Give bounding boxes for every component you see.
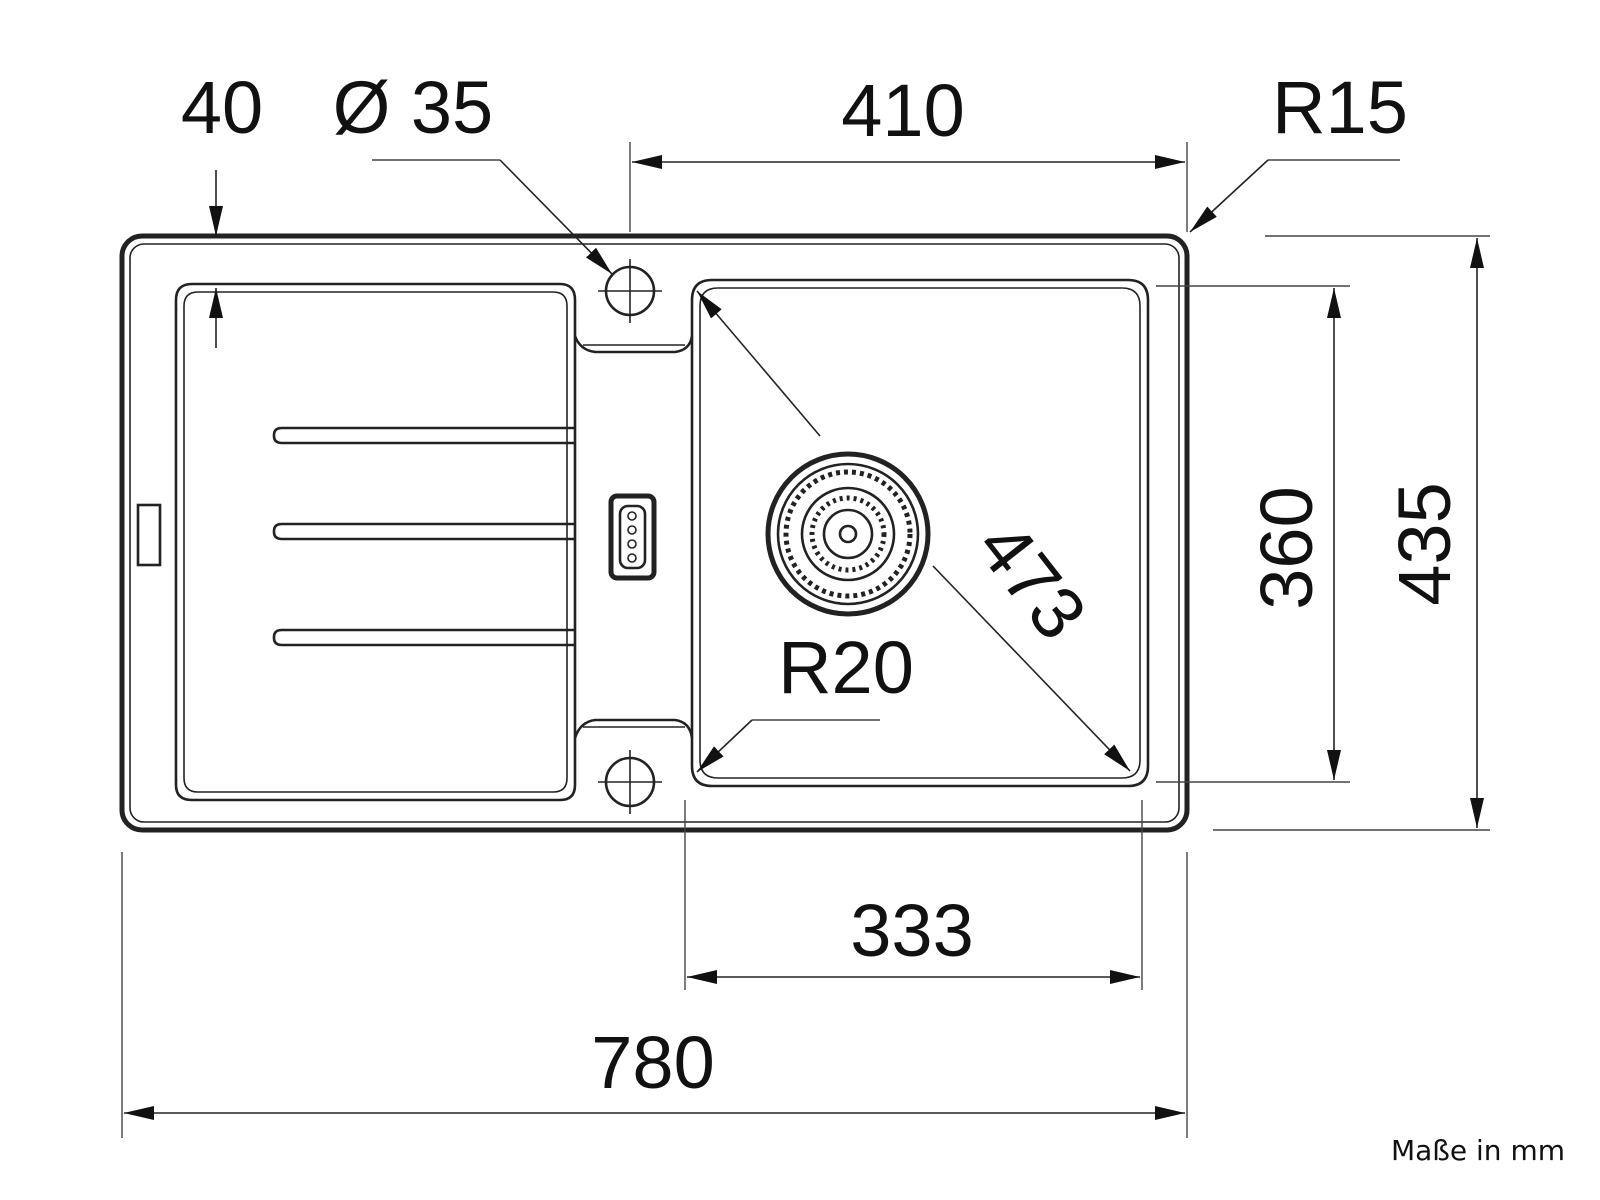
bridge-bottom [573, 718, 694, 739]
drainer-groove [272, 628, 575, 647]
drain-strainer [765, 451, 931, 617]
dim-label-40: 40 [181, 66, 263, 149]
sink-bowl [690, 278, 1150, 788]
units-note: Maße in mm [1391, 1134, 1565, 1167]
rim-slot [136, 503, 162, 567]
sink-outer-rim [119, 233, 1190, 833]
dim-label-tap-hole: Ø 35 [333, 66, 493, 149]
dim-line-473 [696, 290, 1131, 772]
dim-label-360: 360 [1245, 486, 1328, 609]
dim-label-473: 473 [961, 506, 1102, 654]
extension-lines [121, 142, 1490, 1138]
dim-label-r20: R20 [778, 626, 914, 709]
dim-label-410: 410 [841, 69, 964, 152]
dim-label-r15: R15 [1272, 66, 1408, 149]
overflow-slot [608, 493, 657, 581]
dim-leader-r15 [1189, 159, 1269, 233]
dim-leader-tap-hole [499, 159, 613, 275]
drainer-groove [272, 426, 575, 445]
tap-hole-top [598, 259, 662, 323]
dim-label-435: 435 [1383, 482, 1466, 605]
dim-leader-r20 [696, 719, 753, 773]
drainer-groove [272, 522, 575, 541]
drainer-board [174, 282, 577, 802]
dim-label-333: 333 [850, 889, 973, 972]
dim-label-780: 780 [591, 1021, 714, 1104]
tap-hole-bottom [598, 750, 662, 814]
bridge-top [573, 335, 694, 354]
